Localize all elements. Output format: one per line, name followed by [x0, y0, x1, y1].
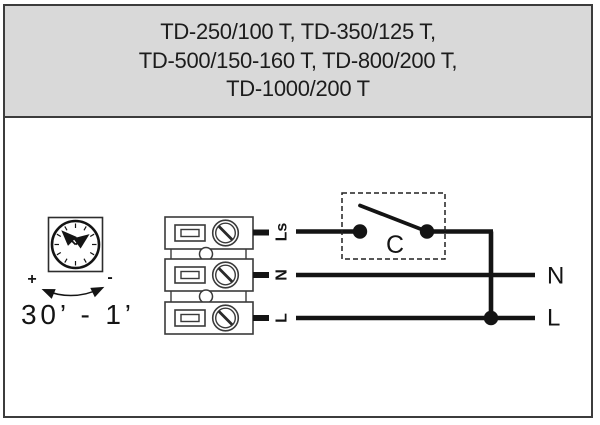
- switch-contact-right: [419, 224, 435, 239]
- plus-sign-label: +: [27, 271, 36, 288]
- switch-contact-left: [352, 224, 368, 239]
- model-line-1: TD-250/100 T, TD-350/125 T,: [160, 19, 436, 45]
- screw-head-icon: [211, 219, 240, 247]
- model-list-header: TD-250/100 T, TD-350/125 T, TD-500/150-1…: [5, 6, 591, 118]
- line-label-n: N: [547, 263, 564, 290]
- switch-label: C: [386, 231, 404, 259]
- terminal-row-ls: [164, 216, 254, 250]
- minus-sign-label: -: [107, 269, 112, 286]
- clock-hands: [61, 230, 90, 249]
- terminal-row-n: [164, 258, 254, 292]
- model-line-2: TD-500/150-160 T, TD-800/200 T,: [138, 47, 458, 73]
- junction-dot: [483, 310, 499, 326]
- switch-blade: [358, 203, 429, 234]
- wire-entry-inner: [180, 270, 200, 280]
- timer-range-label: 30’ - 1’: [21, 299, 131, 330]
- terminal-block: [164, 216, 254, 335]
- screw-head-icon: [211, 261, 240, 289]
- rotation-direction-arrow: [41, 286, 105, 299]
- switch-dashed-box: [341, 192, 446, 260]
- wire-entry-inner: [180, 313, 200, 323]
- terminal-wire-stubs: [253, 229, 269, 321]
- terminal-label-n: N: [274, 269, 291, 281]
- screw-head-icon: [211, 304, 240, 332]
- circuit-wires: [296, 229, 535, 321]
- switch-assembly: C: [341, 192, 446, 260]
- terminal-spacer-circle: [198, 289, 214, 304]
- line-label-l: L: [547, 305, 560, 332]
- clock-ticks: [54, 223, 97, 266]
- terminal-row-l: [164, 301, 254, 335]
- timer-clock-icon: [47, 216, 104, 273]
- outer-frame: TD-250/100 T, TD-350/125 T, TD-500/150-1…: [3, 4, 593, 418]
- terminal-label-ls: Ls: [274, 223, 291, 242]
- model-line-3: TD-1000/200 T: [226, 76, 370, 102]
- wire-entry-inner: [180, 228, 200, 238]
- terminal-label-l: L: [274, 313, 291, 323]
